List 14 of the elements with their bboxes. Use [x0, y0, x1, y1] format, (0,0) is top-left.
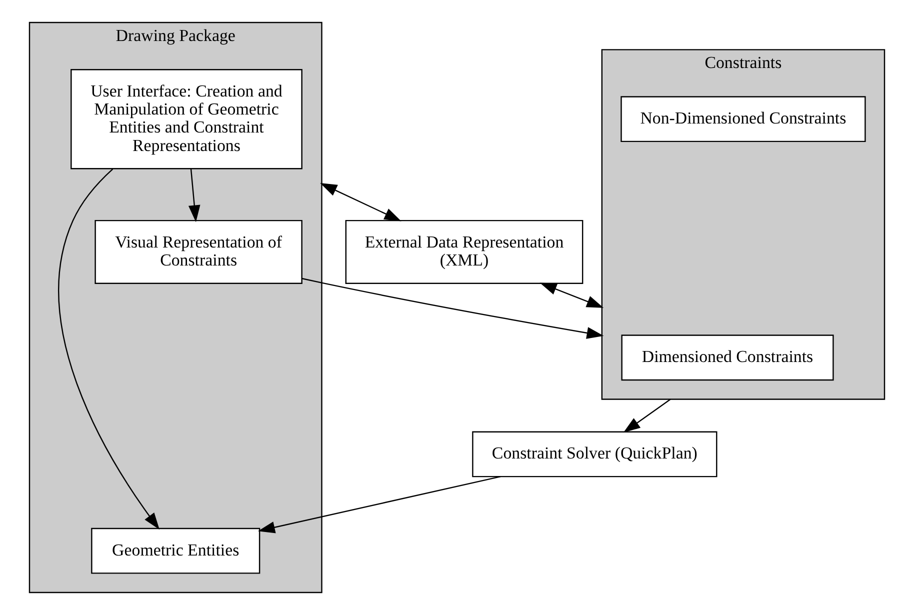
node-box: External Data Representation (XML) — [344, 220, 583, 284]
arrow — [188, 168, 200, 222]
node-box: Non-Dimensioned Constraints — [620, 96, 866, 142]
arrow — [301, 278, 604, 339]
arrow — [539, 282, 604, 308]
node-box: User Interface: Creation and Manipulation of Geometric Entities and Constraint Representations — [70, 69, 302, 170]
node-box: Geometric Entities — [90, 528, 260, 574]
node-box: Dimensioned Constraints — [620, 334, 834, 381]
arrow — [320, 183, 401, 222]
node-box: Constraint Solver (QuickPlan) — [472, 431, 717, 478]
arrow — [58, 168, 160, 530]
arrow — [622, 398, 670, 433]
arrow — [257, 476, 500, 534]
node-box: Visual Representation of Constraints — [94, 220, 302, 284]
